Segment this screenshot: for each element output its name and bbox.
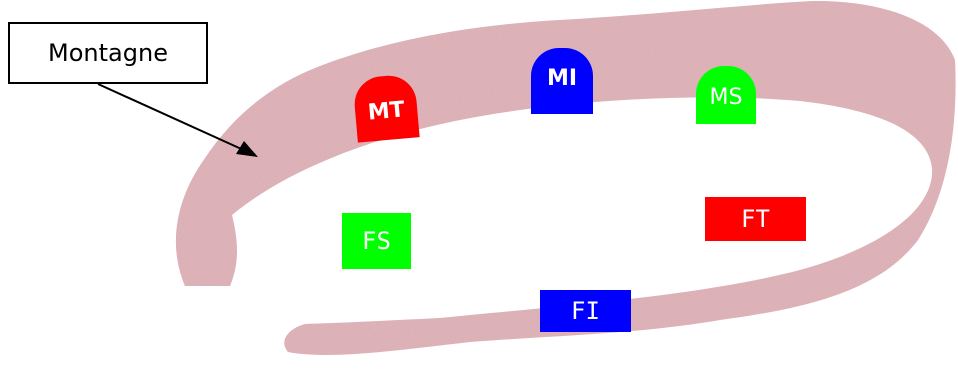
fi-marker: FI <box>540 290 631 332</box>
callout-label: Montagne <box>48 39 168 67</box>
callout-label-box: Montagne <box>8 22 208 84</box>
mt-label: MT <box>366 96 406 126</box>
fs-marker: FS <box>342 213 411 269</box>
mi-label: MI <box>546 65 578 91</box>
mi-marker: MI <box>531 48 593 114</box>
fi-label: FI <box>571 297 600 325</box>
ft-marker: FT <box>705 197 806 241</box>
ft-label: FT <box>741 205 770 233</box>
callout-arrow-head <box>236 141 258 157</box>
fs-label: FS <box>362 227 391 255</box>
ms-marker: MS <box>696 66 756 124</box>
callout-pointer-line <box>97 83 249 153</box>
ms-label: MS <box>709 84 743 110</box>
